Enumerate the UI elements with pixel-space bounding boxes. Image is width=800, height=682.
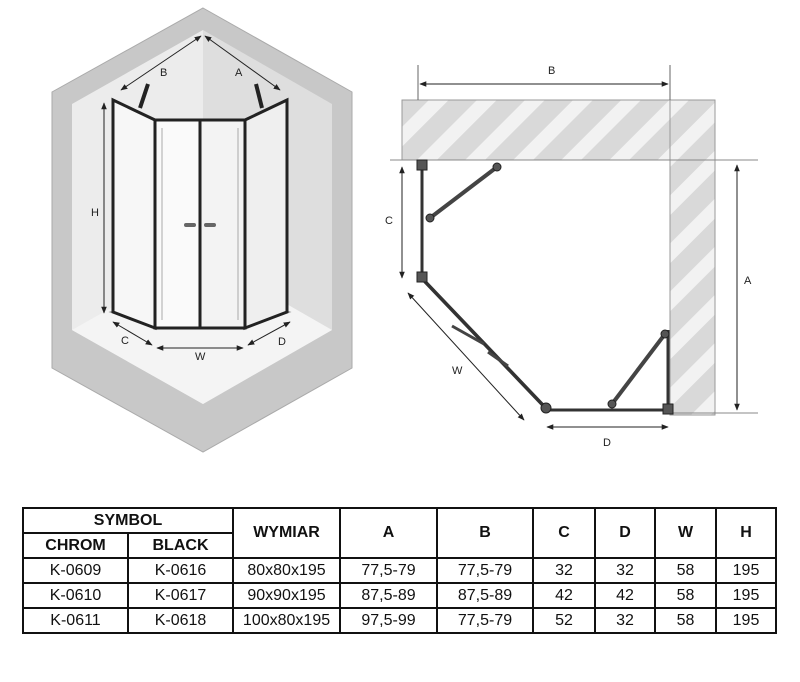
cell-d: 32 [594,607,657,634]
cell-w: 58 [654,582,718,609]
table-row: K-0611 K-0618 100x80x195 97,5-99 77,5-79… [22,607,778,634]
a-header: A [339,507,439,559]
chrom-header: CHROM [22,532,129,559]
top-dim-label-a: A [744,275,752,287]
top-dim-label-w: W [452,365,463,377]
cell-w: 58 [654,607,718,634]
h-header: H [715,507,778,559]
cell-h: 195 [715,607,778,634]
cell-chrom: K-0609 [22,557,129,584]
top-dim-label-d: D [603,437,611,449]
enclosure-3d-view: B A H C W D [51,7,353,453]
cell-d: 32 [594,557,657,584]
b-header: B [436,507,535,559]
enclosure-top-view: B C A W D [385,65,758,449]
back-wall [401,99,716,161]
cell-b: 77,5-79 [436,607,535,634]
cell-black: K-0618 [126,607,235,634]
table-row: K-0610 K-0617 90x90x195 87,5-89 87,5-89 … [22,582,778,609]
top-dim-label-b: B [548,65,555,77]
handle-right [204,223,216,227]
cell-wymiar: 90x90x195 [232,582,342,609]
top-dim-label-c: C [385,215,393,227]
cell-chrom: K-0611 [22,607,129,634]
header-row-1: SYMBOL WYMIAR A B C D W H [21,507,778,559]
side-wall [669,99,716,416]
w-header: W [654,507,718,559]
cell-w: 58 [654,557,718,584]
cell-h: 195 [715,582,778,609]
cell-c: 52 [532,607,597,634]
cell-black: K-0616 [126,557,235,584]
dim-label-d: D [278,336,286,348]
cell-a: 97,5-99 [339,607,439,634]
c-header: C [532,507,597,559]
cell-a: 77,5-79 [339,557,439,584]
d-header: D [594,507,657,559]
cell-h: 195 [715,557,778,584]
glass-frames [111,83,289,331]
cell-wymiar: 100x80x195 [232,607,342,634]
cell-c: 42 [532,582,597,609]
dim-label-h: H [91,207,99,219]
dim-label-w: W [195,351,206,363]
dim-label-c: C [121,335,129,347]
wymiar-header: WYMIAR [232,507,342,559]
cell-b: 87,5-89 [436,582,535,609]
dim-label-b: B [160,67,167,79]
cell-chrom: K-0610 [22,582,129,609]
cell-d: 42 [594,582,657,609]
dim-label-a: A [235,67,243,79]
cell-wymiar: 80x80x195 [232,557,342,584]
spec-table: SYMBOL WYMIAR A B C D W H CHROM BLACK K-… [21,507,778,634]
cell-b: 77,5-79 [436,557,535,584]
handle-left [184,223,196,227]
header-row-2: CHROM BLACK [22,532,776,559]
black-header: BLACK [126,532,235,559]
symbol-header: SYMBOL [21,507,235,534]
table-row: K-0609 K-0616 80x80x195 77,5-79 77,5-79 … [22,557,778,584]
technical-drawings: B A H C W D [51,7,758,453]
cell-black: K-0617 [126,582,235,609]
cell-c: 32 [532,557,597,584]
cell-a: 87,5-89 [339,582,439,609]
